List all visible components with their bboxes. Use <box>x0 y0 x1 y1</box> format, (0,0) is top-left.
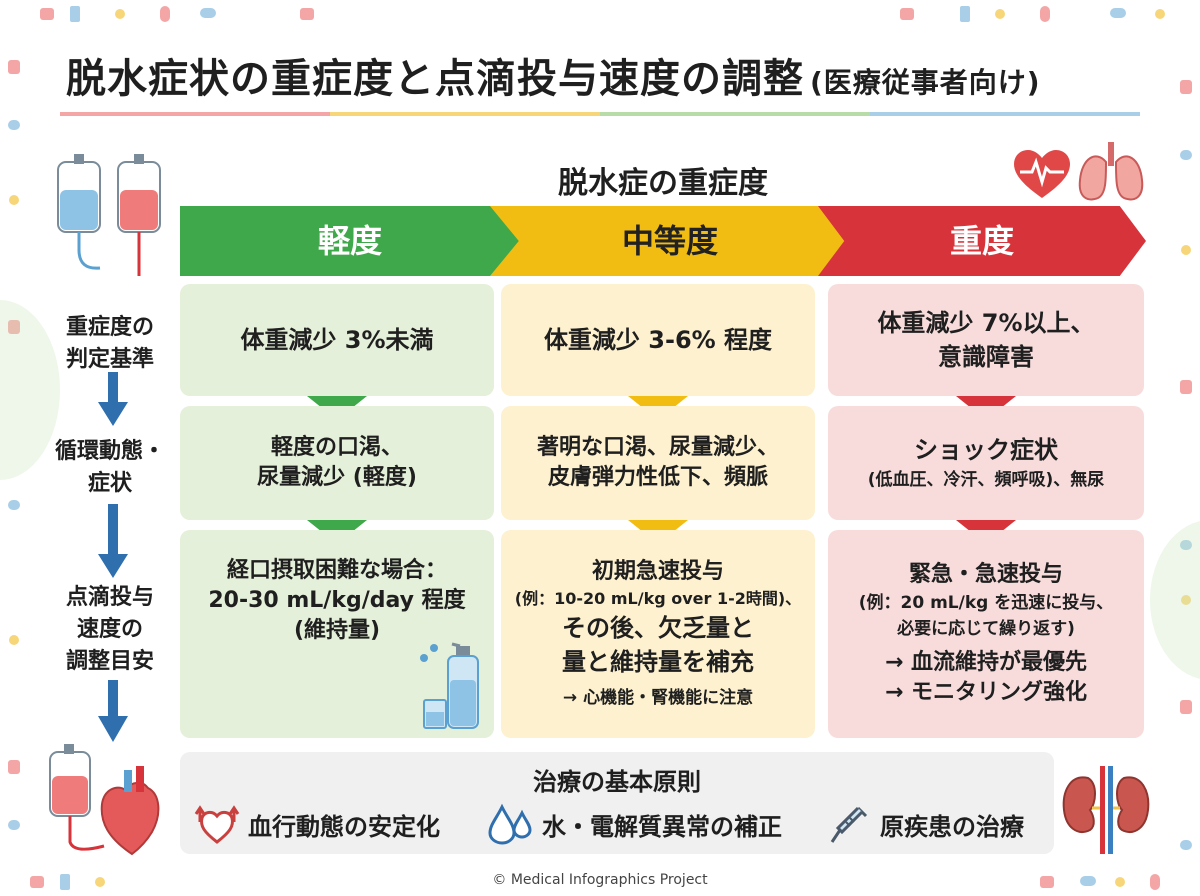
severity-label-severe: 重度 <box>949 222 1014 260</box>
principle-item: 原疾患の治療 <box>828 804 1024 844</box>
decorative-border-bottom <box>0 868 1200 896</box>
principle-label: 血行動態の安定化 <box>248 812 440 841</box>
heart-monitor-icon <box>1012 148 1072 206</box>
principle-item: 水・電解質異常の補正 <box>486 803 782 845</box>
iv-bag-heart-icon <box>44 742 174 862</box>
title-sub: (医療従事者向け) <box>810 66 1041 99</box>
title-rule <box>60 112 1140 116</box>
kidneys-icon <box>1058 764 1154 860</box>
title-main: 脱水症状の重症度と点滴投与速度の調整 <box>66 56 804 102</box>
principle-label: 水・電解質異常の補正 <box>542 812 782 841</box>
syringe-icon <box>830 806 868 843</box>
symptoms-cell-moderate: 著明な口渇、尿量減少、 皮膚弾力性低下、頻脈 <box>501 406 815 520</box>
infusion-cell-moderate: 初期急速投与 (例：10-20 mL/kg over 1-2時間)、 その後、欠… <box>501 530 815 738</box>
infusion-cell-severe: 緊急・急速投与 (例：20 mL/kg を迅速に投与、 必要に応じて繰り返す) … <box>828 530 1144 738</box>
down-arrow-icon <box>98 504 128 578</box>
copyright: © Medical Infographics Project <box>492 872 708 888</box>
symptoms-cell-severe: ショック症状 (低血圧、冷汗、頻呼吸)、無尿 <box>828 406 1144 520</box>
severity-header-mild: 軽度 <box>180 206 520 276</box>
row-label-infusion: 点滴投与 速度の 調整目安 <box>65 585 154 674</box>
severity-header-severe: 重度 <box>818 206 1146 276</box>
severity-label-moderate: 中等度 <box>621 222 718 260</box>
principles-title: 治療の基本原則 <box>533 768 701 796</box>
down-arrow-icon <box>98 680 128 742</box>
principle-item: 血行動態の安定化 <box>194 804 440 844</box>
decorative-border-right <box>1172 0 1200 896</box>
decorative-border-left <box>0 0 28 896</box>
down-arrow-icon <box>98 372 128 426</box>
severity-header-moderate: 中等度 <box>490 206 850 276</box>
criteria-cell-severe: 体重減少 7%以上、 意識障害 <box>828 284 1144 396</box>
symptoms-cell-mild: 軽度の口渇、 尿量減少 (軽度) <box>180 406 494 520</box>
decorative-border-top <box>0 0 1200 28</box>
decorative-blob <box>1150 520 1200 680</box>
infusion-cell-mild: 経口摂取困難な場合： 20-30 mL/kg/day 程度 (維持量) <box>180 530 494 738</box>
page-title: 脱水症状の重症度と点滴投与速度の調整(医療従事者向け) <box>66 46 1146 104</box>
heart-circulation-icon <box>194 805 240 844</box>
row-label-criteria: 重症度の 判定基準 <box>65 315 154 372</box>
water-drops-icon <box>488 803 532 845</box>
criteria-cell-moderate: 体重減少 3-6% 程度 <box>501 284 815 396</box>
iv-bags-icon <box>50 150 170 284</box>
water-bottle-icon <box>420 642 479 729</box>
severity-label-mild: 軽度 <box>317 222 382 260</box>
criteria-cell-mild: 体重減少 3%未満 <box>180 284 494 396</box>
severity-heading: 脱水症の重症度 <box>558 166 768 201</box>
treatment-principles-panel: 治療の基本原則 血行動態の安定化 水・電解質異常の補正 原疾患の治療 <box>180 752 1054 854</box>
row-label-symptoms: 循環動態・ 症状 <box>54 439 165 496</box>
principle-label: 原疾患の治療 <box>880 812 1024 841</box>
lungs-icon <box>1076 140 1146 208</box>
